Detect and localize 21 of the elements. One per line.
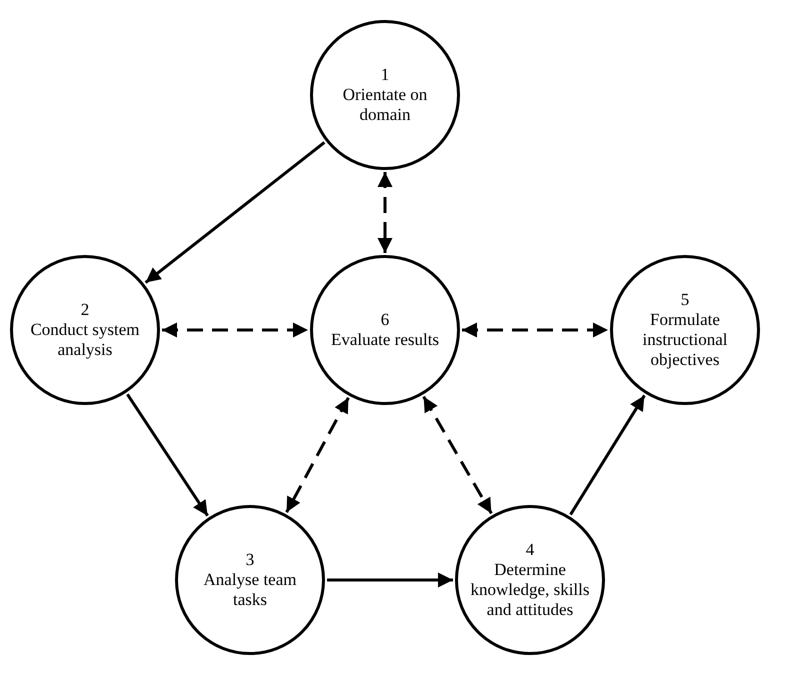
arrow [126,393,209,517]
step-label: Orientate on domain [342,85,428,125]
step-number: 6 [380,310,390,330]
step-number: 4 [526,540,534,560]
dashed-arrow [162,322,308,338]
arrow [569,394,646,516]
step-label: Determine knowledge, skills and attitudes [470,560,590,620]
step-number: 2 [80,300,90,320]
dashed-arrow [285,397,350,513]
step-number: 5 [680,290,690,310]
step-label: Formulate instructional objectives [642,310,728,370]
step-number: 3 [246,550,254,570]
step-label: Conduct system analysis [29,320,141,360]
step-label: Evaluate results [330,330,440,350]
dashed-arrow [422,396,493,514]
arrow [327,572,453,588]
step-label: Analyse team tasks [202,570,298,610]
step-number: 1 [380,65,390,85]
dashed-arrow [462,322,608,338]
dashed-arrow [378,172,392,253]
arrow [144,141,326,284]
